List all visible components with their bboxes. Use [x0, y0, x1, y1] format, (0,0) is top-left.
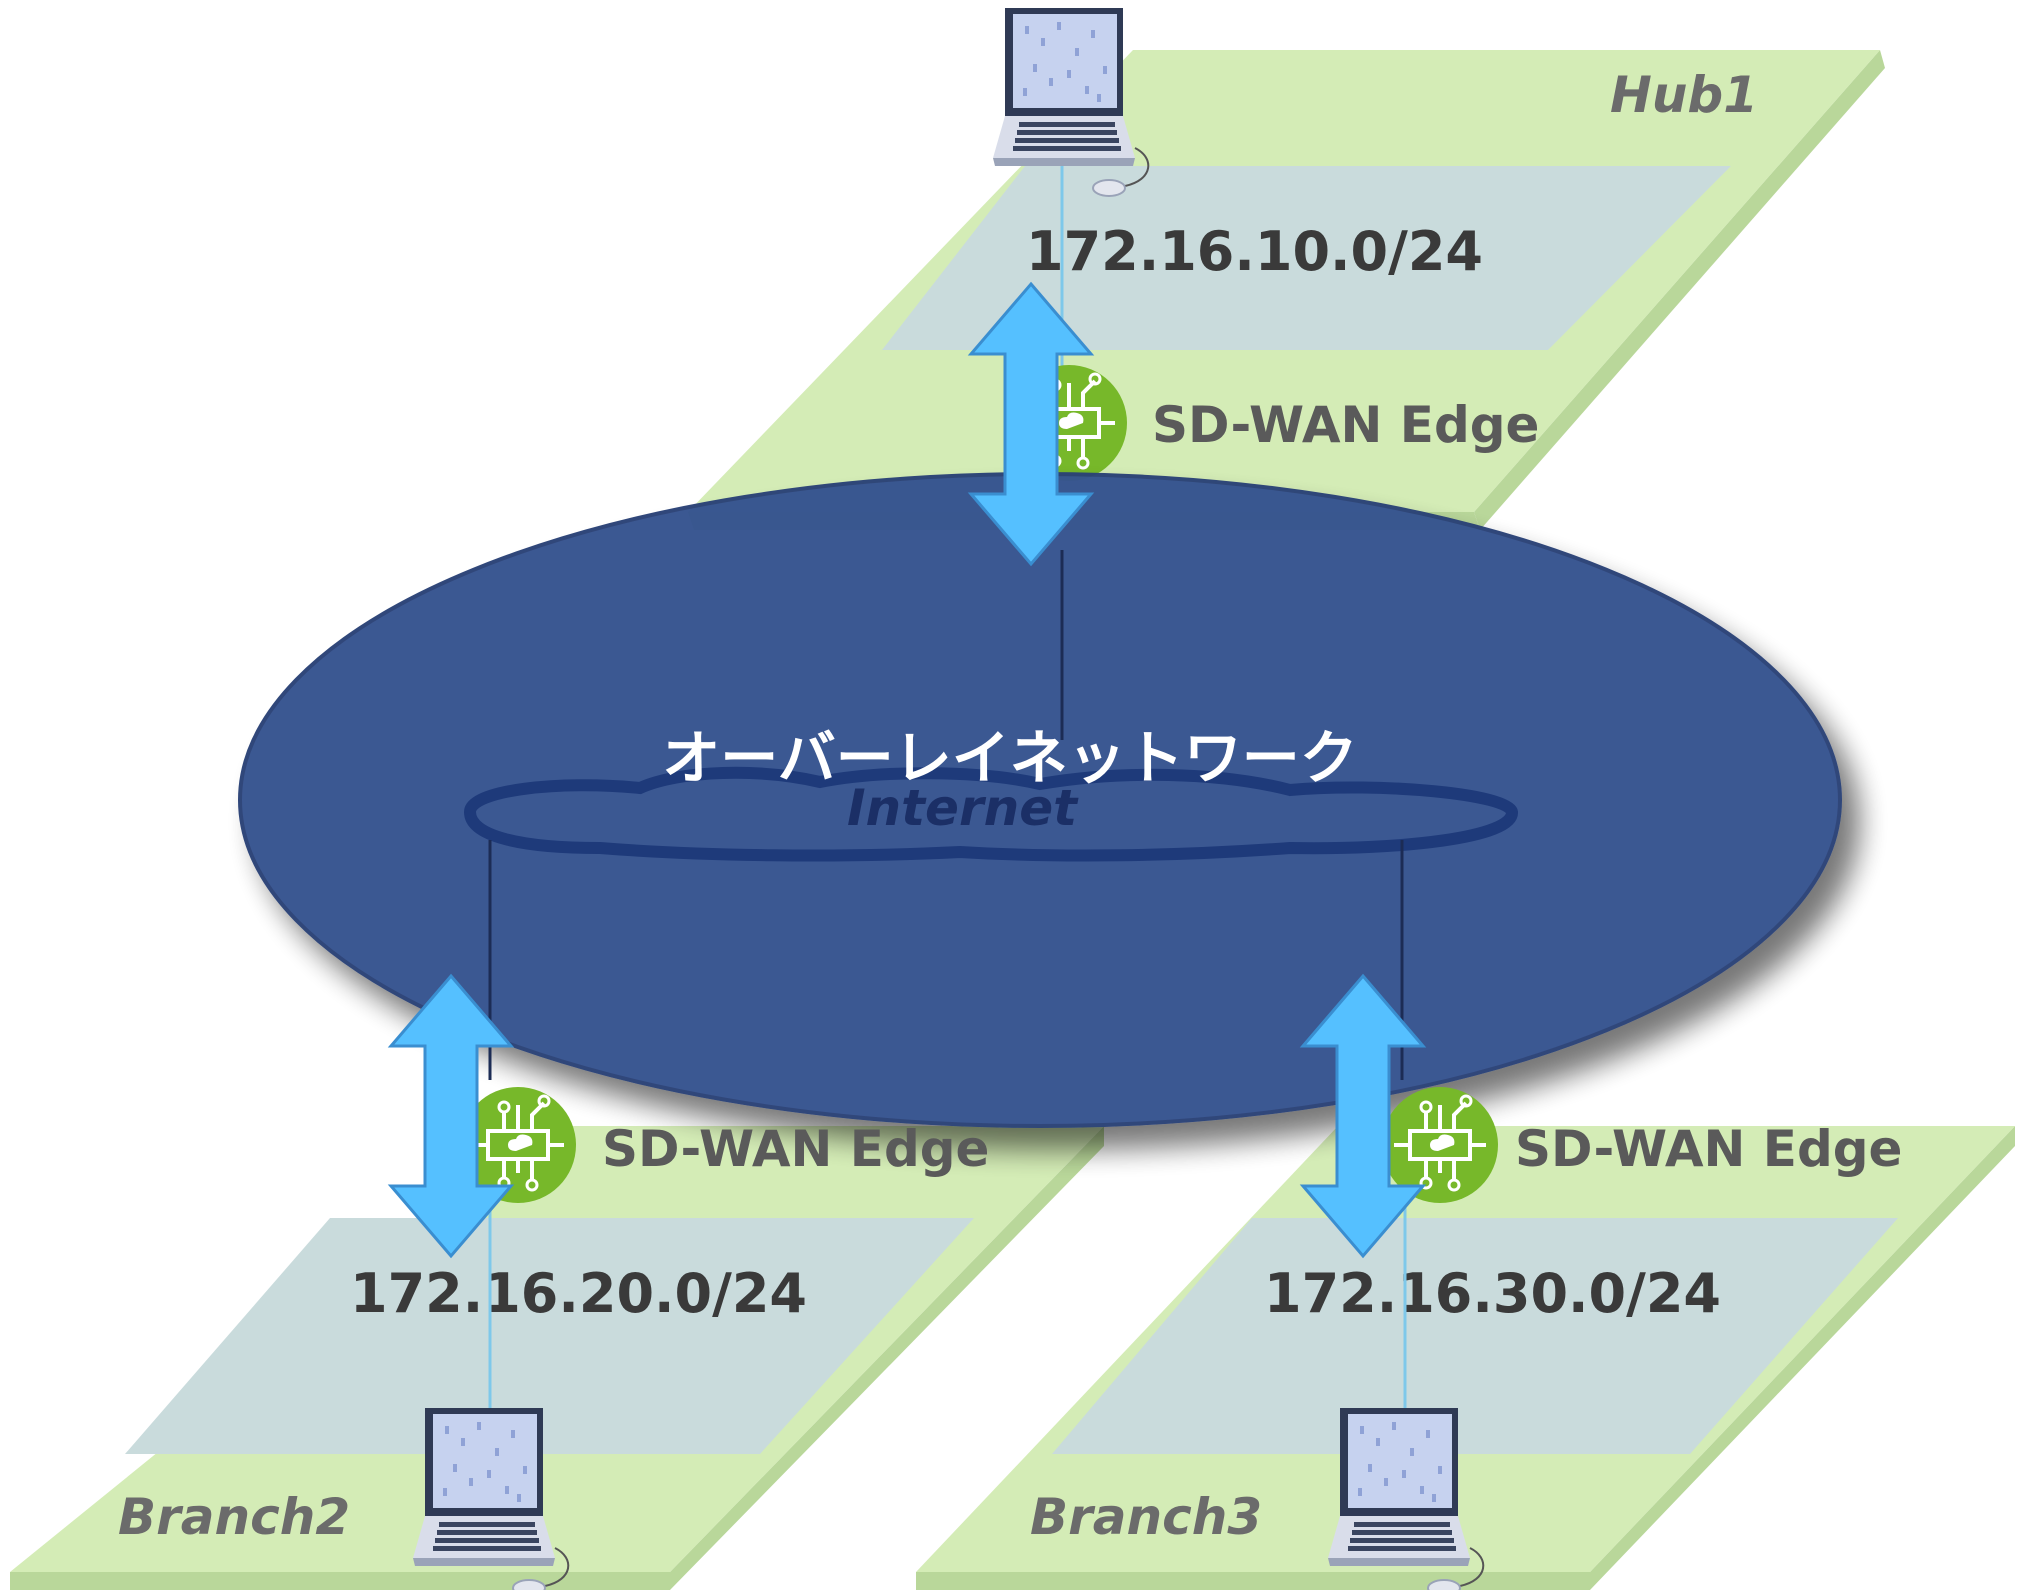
branch3-edge-label: SD-WAN Edge [1515, 1120, 1902, 1178]
branch3-plate-bottom-edge [916, 1572, 1590, 1590]
branch2-subnet-label: 172.16.20.0/24 [350, 1262, 807, 1325]
overlay-network: Internet オーバーレイネットワーク [238, 472, 1842, 1128]
branch3-site-label: Branch3 [1030, 1488, 1262, 1546]
site-branch2: Branch2 172.16.20.0/24 [10, 1126, 1104, 1590]
hub1-subnet-plate [882, 166, 1731, 350]
overlay-network-label: オーバーレイネットワーク [662, 724, 1357, 792]
branch2-plate-edge [670, 1126, 1104, 1590]
branch2-site-label: Branch2 [118, 1488, 350, 1546]
hub1-site-label: Hub1 [1610, 66, 1758, 124]
branch2-plate-bottom-edge [10, 1572, 670, 1590]
internet-cloud [463, 766, 1518, 862]
branch3-plate-edge [1590, 1126, 2015, 1590]
hub1-edge-label: SD-WAN Edge [1152, 396, 1539, 454]
branch2-edge-label: SD-WAN Edge [602, 1120, 989, 1178]
internet-label: Internet [847, 779, 1079, 837]
branch2-subnet-plate [125, 1218, 974, 1454]
site-hub1: Hub1 172.16.10.0/24 [688, 50, 1885, 530]
branch3-subnet-plate [1052, 1218, 1898, 1454]
branch3-subnet-label: 172.16.30.0/24 [1264, 1262, 1721, 1325]
site-branch3: Branch3 172.16.30.0/24 [916, 1126, 2015, 1590]
hub1-subnet-label: 172.16.10.0/24 [1026, 220, 1483, 283]
hub1-plate-edge [1474, 50, 1885, 530]
